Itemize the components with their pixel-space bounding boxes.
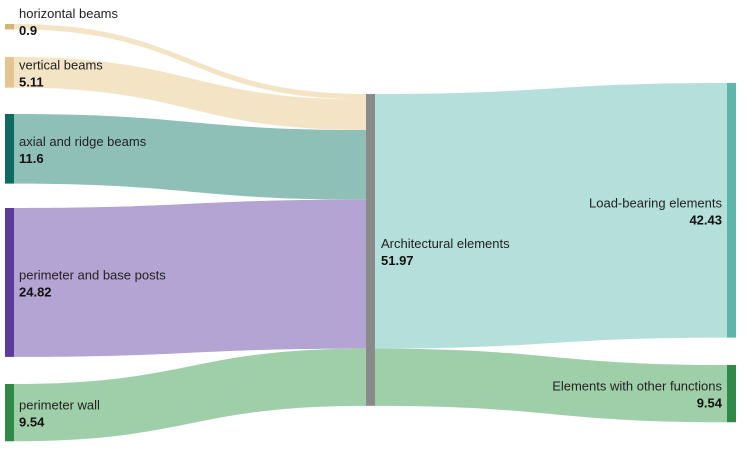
node-axial-and-ridge-beams: [5, 114, 14, 184]
node-label-perimeter-wall: perimeter wall: [19, 398, 100, 413]
node-label-axial-and-ridge-beams: axial and ridge beams: [19, 134, 147, 149]
links-layer: [14, 24, 727, 442]
link-vertical-beams-to-architectural-elements: [14, 57, 366, 131]
node-value-elements-with-other-functions: 9.54: [697, 396, 723, 411]
node-label-horizontal-beams: horizontal beams: [19, 6, 118, 21]
node-label-load-bearing-elements: Load-bearing elements: [589, 195, 722, 210]
node-value-perimeter-wall: 9.54: [19, 415, 45, 430]
node-vertical-beams: [5, 57, 14, 88]
link-perimeter-and-base-posts-to-architectural-elements: [14, 199, 366, 357]
link-architectural-elements-to-load-bearing-elements: [375, 83, 727, 349]
link-axial-and-ridge-beams-to-architectural-elements: [14, 114, 366, 200]
nodes-layer: [5, 24, 736, 442]
node-value-horizontal-beams: 0.9: [19, 23, 37, 38]
node-label-elements-with-other-functions: Elements with other functions: [552, 379, 722, 394]
node-value-axial-and-ridge-beams: 11.6: [19, 151, 44, 166]
node-perimeter-wall: [5, 384, 14, 442]
node-elements-with-other-functions: [727, 365, 736, 423]
labels-layer: horizontal beams 0.9 vertical beams 5.11 axi…: [19, 6, 723, 430]
node-label-architectural-elements: Architectural elements: [381, 236, 510, 251]
node-label-vertical-beams: vertical beams: [19, 57, 103, 72]
link-horizontal-beams-to-architectural-elements: [14, 24, 366, 100]
node-value-perimeter-and-base-posts: 24.82: [19, 284, 52, 299]
node-horizontal-beams: [5, 24, 14, 30]
node-load-bearing-elements: [727, 83, 736, 338]
link-perimeter-wall-to-architectural-elements: [14, 348, 366, 442]
node-label-perimeter-and-base-posts: perimeter and base posts: [19, 267, 166, 282]
node-perimeter-and-base-posts: [5, 208, 14, 357]
node-value-architectural-elements: 51.97: [381, 253, 414, 268]
node-value-vertical-beams: 5.11: [19, 74, 44, 89]
node-value-load-bearing-elements: 42.43: [689, 212, 722, 227]
node-architectural-elements: [366, 94, 375, 406]
link-architectural-elements-to-elements-with-other-functions: [375, 348, 727, 423]
